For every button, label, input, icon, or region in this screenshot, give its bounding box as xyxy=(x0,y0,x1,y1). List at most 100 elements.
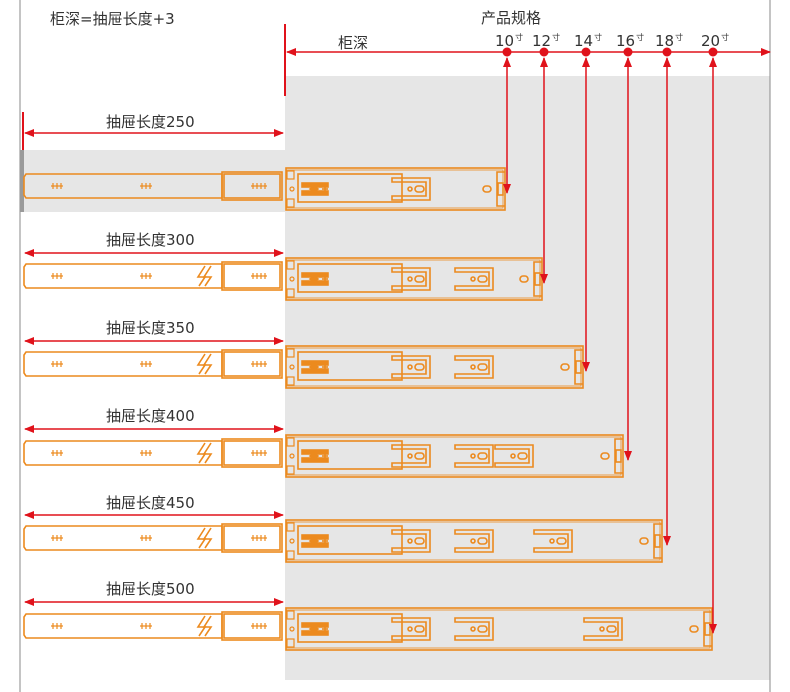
lock-window xyxy=(297,263,403,293)
lock-window xyxy=(297,613,403,643)
lock-icon xyxy=(308,275,320,283)
spec-size-unit: 寸 xyxy=(594,33,603,42)
mount-tab xyxy=(286,550,295,560)
slot-hole xyxy=(407,364,413,370)
slot-hole xyxy=(407,626,413,632)
slot-oval xyxy=(414,185,425,193)
break-mark-icon xyxy=(196,353,207,375)
slide-rail xyxy=(23,434,624,478)
rear-stop xyxy=(496,171,505,207)
mount-tab xyxy=(286,437,295,447)
slot-oval xyxy=(414,452,425,460)
inner-connector-inner xyxy=(223,525,281,551)
rear-stop xyxy=(574,349,583,385)
rear-oval xyxy=(689,625,699,633)
spec-size-value: 20 xyxy=(701,32,721,50)
drawer-band xyxy=(20,150,285,212)
mount-hole xyxy=(289,276,295,282)
slot-oval xyxy=(414,537,425,545)
mount-tab xyxy=(286,638,295,648)
inner-connector xyxy=(221,261,283,291)
spec-size-label: 20寸 xyxy=(701,34,729,49)
lock-window xyxy=(297,173,403,203)
mount-tab xyxy=(286,198,295,208)
rear-oval xyxy=(519,275,529,283)
slot-hole xyxy=(510,453,516,459)
spec-size-value: 14 xyxy=(574,32,594,50)
drawer-length-label: 抽屉长度500 xyxy=(106,580,195,598)
slide-rail xyxy=(23,345,584,389)
drawer-length-label: 抽屉长度250 xyxy=(106,113,195,131)
rear-stop xyxy=(703,611,712,647)
slot xyxy=(454,529,494,553)
break-mark-icon xyxy=(196,527,207,549)
slot xyxy=(533,529,573,553)
slide-rail xyxy=(23,257,543,301)
spec-dot xyxy=(581,47,591,57)
slot-oval xyxy=(556,537,567,545)
rear-stop xyxy=(533,261,542,297)
slot xyxy=(391,617,431,641)
slide-rail xyxy=(23,607,713,651)
spec-dot xyxy=(539,47,549,57)
slot-oval xyxy=(414,625,425,633)
spec-size-label: 14寸 xyxy=(574,34,602,49)
slot-oval xyxy=(477,625,488,633)
drawer-length-label: 抽屉长度450 xyxy=(106,494,195,512)
break-mark-icon xyxy=(202,265,213,287)
mount-tab xyxy=(286,260,295,270)
rear-stop xyxy=(653,523,662,559)
break-mark-icon xyxy=(196,442,207,464)
slot xyxy=(454,617,494,641)
mount-tab xyxy=(286,376,295,386)
spec-size-value: 18 xyxy=(655,32,675,50)
lock-icon xyxy=(308,625,320,633)
rear-oval xyxy=(600,452,610,460)
slot-oval xyxy=(477,452,488,460)
slot xyxy=(454,444,494,468)
drawer-length-label: 抽屉长度300 xyxy=(106,231,195,249)
slide-rail xyxy=(23,167,506,211)
lock-icon xyxy=(308,363,320,371)
left-edge-mark xyxy=(20,150,24,212)
slot-hole xyxy=(470,453,476,459)
drawer-length-label: 抽屉长度400 xyxy=(106,407,195,425)
slot xyxy=(494,444,534,468)
inner-connector-inner xyxy=(223,173,281,199)
cabinet-area xyxy=(285,76,770,680)
slot xyxy=(391,444,431,468)
inner-connector xyxy=(221,349,283,379)
slot-hole xyxy=(470,626,476,632)
slot-hole xyxy=(407,186,413,192)
inner-connector xyxy=(221,523,283,553)
mount-hole xyxy=(289,186,295,192)
slot-oval xyxy=(414,363,425,371)
slot xyxy=(454,267,494,291)
slide-rail xyxy=(23,519,663,563)
break-mark-icon xyxy=(202,615,213,637)
slot xyxy=(454,355,494,379)
break-mark-icon xyxy=(202,353,213,375)
rear-stop-tab xyxy=(654,534,661,548)
slot xyxy=(583,617,623,641)
spec-size-unit: 寸 xyxy=(636,33,645,42)
lock-icon xyxy=(308,537,320,545)
spec-dot xyxy=(708,47,718,57)
slot xyxy=(391,529,431,553)
inner-connector-inner xyxy=(223,263,281,289)
spec-size-label: 18寸 xyxy=(655,34,683,49)
spec-size-unit: 寸 xyxy=(675,33,684,42)
spec-dot xyxy=(662,47,672,57)
mount-tab xyxy=(286,465,295,475)
break-mark-icon xyxy=(196,265,207,287)
spec-header: 产品规格 xyxy=(481,9,542,27)
slot-hole xyxy=(470,538,476,544)
break-mark-icon xyxy=(202,442,213,464)
rear-stop-tab xyxy=(575,360,582,374)
lock-window xyxy=(297,351,403,381)
lock-icon xyxy=(308,452,320,460)
break-mark-icon xyxy=(202,527,213,549)
slot-hole xyxy=(407,276,413,282)
drawer-length-label: 抽屉长度350 xyxy=(106,319,195,337)
